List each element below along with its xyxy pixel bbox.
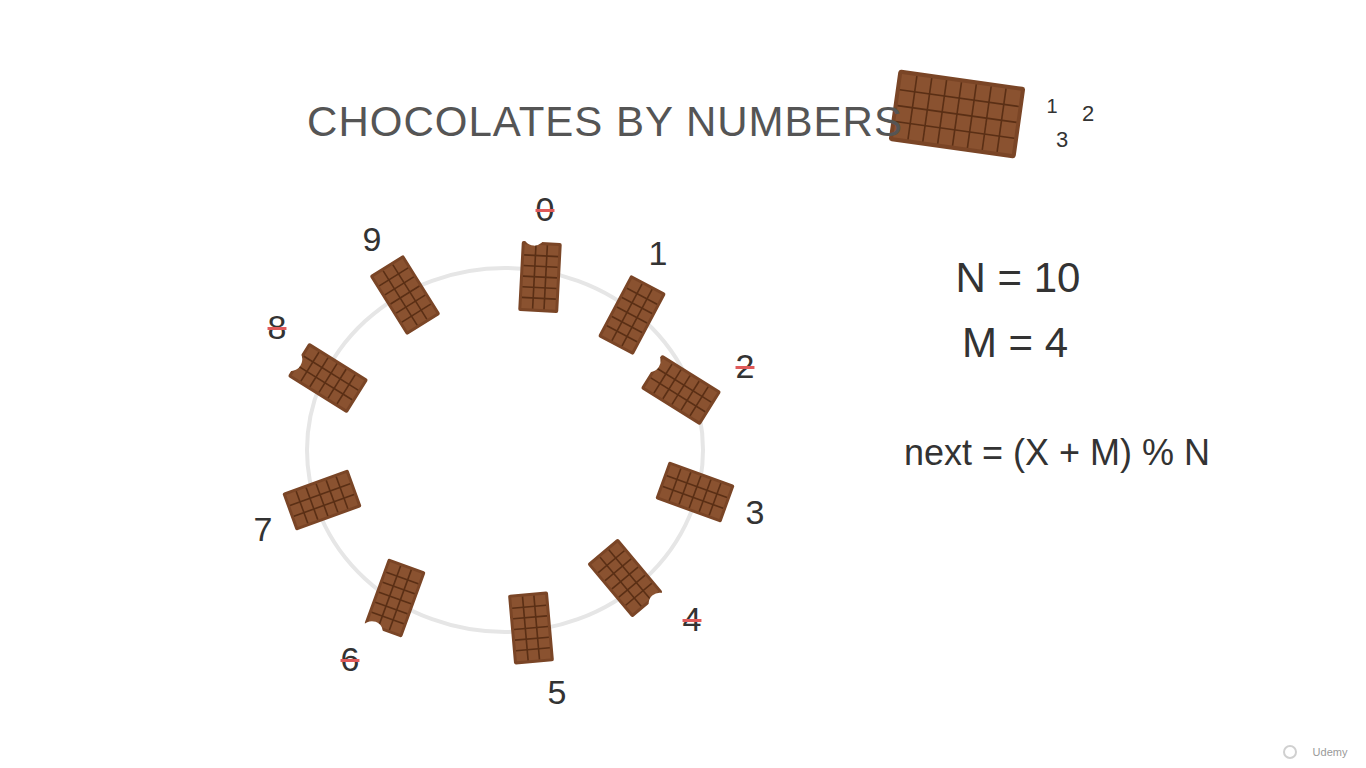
variable-value: M = 4 bbox=[962, 320, 1068, 366]
icon-number: 2 bbox=[1082, 102, 1094, 126]
watermark: Udemy bbox=[1313, 746, 1348, 758]
chocolate-bar bbox=[282, 469, 361, 531]
position-number: 8 bbox=[268, 309, 287, 346]
position-number: 6 bbox=[341, 641, 360, 678]
position-number: 4 bbox=[683, 601, 702, 638]
bitten-bar bbox=[518, 223, 563, 313]
title-bar-icon bbox=[889, 69, 1026, 158]
icon-number: 1 bbox=[1046, 95, 1057, 117]
position-number: 3 bbox=[746, 494, 765, 531]
icon-number: 3 bbox=[1056, 128, 1068, 152]
chocolate-bar bbox=[655, 461, 734, 523]
chocolate-bar bbox=[369, 255, 440, 336]
ring bbox=[307, 268, 703, 632]
title: CHOCOLATES BY NUMBERS bbox=[307, 99, 903, 145]
watermark-logo bbox=[1284, 746, 1296, 758]
bitten-bar bbox=[625, 345, 721, 426]
position-number: 5 bbox=[548, 674, 567, 711]
position-number: 9 bbox=[363, 221, 382, 258]
position-number: 0 bbox=[536, 191, 555, 228]
chocolate-bar bbox=[508, 591, 554, 664]
bitten-bar bbox=[358, 558, 426, 653]
bitten-bar bbox=[587, 538, 675, 632]
position-number: 2 bbox=[736, 348, 755, 385]
formula: next = (X + M) % N bbox=[904, 433, 1210, 473]
chocolate-bar bbox=[598, 275, 666, 356]
position-number: 1 bbox=[649, 235, 668, 272]
variable-value: N = 10 bbox=[956, 255, 1081, 301]
position-number: 7 bbox=[254, 511, 273, 548]
